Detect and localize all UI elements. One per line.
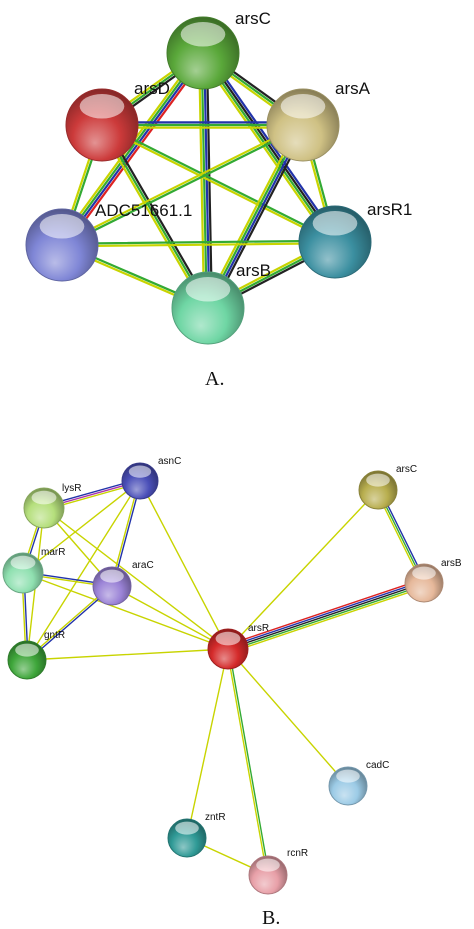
panel-a-node-arsd-highlight	[79, 94, 125, 119]
panel-a-label-arsc: arsC	[235, 9, 271, 28]
panel-a-labels: arsC arsD arsA ADC51661.1 arsR1 arsB	[95, 9, 412, 280]
panel-b-edge-arac-arsr-line-0	[111, 585, 229, 650]
panel-b-node-rcnr-highlight	[256, 858, 280, 872]
panel-a-node-arsb-highlight	[185, 277, 231, 302]
panel-b-edge-arsr-rcnr-line-1	[226, 648, 268, 876]
panel-b-node-arsb-highlight	[412, 566, 436, 580]
panel-b-node-zntr-highlight	[175, 821, 199, 835]
panel-a-edge-adc51661-1-arsr1-line-1	[60, 242, 337, 248]
panel-a-nodes	[25, 16, 372, 345]
panel-a-edge-arsc-adc51661-1-line-1	[61, 52, 206, 247]
panel-b-label-cadc: cadC	[366, 760, 389, 771]
panel-a-node-adc51661-1-highlight	[39, 214, 85, 239]
panel-b-nodes	[2, 462, 444, 895]
panel-b-label-arac: araC	[132, 560, 154, 571]
panel-b-edge-arsr-cadc-line-0	[227, 648, 349, 787]
panel-b-edge-arsr-arsc-line-0	[227, 489, 379, 650]
panel-a-edge-arsa-adc51661-1-line-1	[60, 122, 304, 245]
panel-b-edge-asnc-arsr-line-0	[139, 480, 229, 650]
panel-a-edge-arsc-adc51661-1-line-0	[64, 54, 208, 249]
panel-b-edge-arsr-arsb-line-4	[228, 586, 426, 654]
panel-a-edge-arsc-arsb-line-3	[198, 51, 206, 310]
panel-b-node-gntr-highlight	[15, 643, 39, 657]
panel-a-caption: A.	[205, 368, 224, 390]
panel-b-edge-arsr-rcnr-line-0	[228, 648, 270, 876]
panel-b-label-marr: marR	[41, 547, 65, 558]
panel-b-label-lysr: lysR	[62, 483, 81, 494]
panel-b-label-arsc: arsC	[396, 464, 417, 475]
panel-b-edge-arsr-zntr-line-0	[186, 648, 229, 839]
panel-b-label-rcnr: rcnR	[287, 848, 308, 859]
panel-b-node-marr-highlight	[10, 555, 36, 570]
panel-b-edge-marr-arsr-line-0	[22, 572, 229, 650]
panel-a-node-arsa-highlight	[280, 94, 326, 119]
panel-a-network: arsC arsD arsA ADC51661.1 arsR1 arsB	[25, 9, 412, 345]
panel-b-label-arsb: arsB	[441, 558, 462, 569]
panel-b-label-gntr: gntR	[44, 630, 65, 641]
panel-b-edge-asnc-gntr-line-0	[26, 480, 141, 661]
panel-a-label-arsb: arsB	[236, 261, 271, 280]
panel-b-node-arac-highlight	[100, 569, 124, 583]
panel-a-edge-arsc-arsr1-line-1	[202, 51, 338, 243]
panel-b-node-asnc-highlight	[128, 465, 152, 478]
panel-b-node-arsr-highlight	[215, 631, 241, 646]
panel-b-labels: asnC lysR marR araC gntR arsR arsC arsB cadC zntR…	[41, 456, 462, 859]
panel-b-label-zntr: zntR	[205, 812, 226, 823]
panel-a-label-arsa: arsA	[335, 79, 371, 98]
panel-a-edge-adc51661-1-arsr1-line-0	[60, 239, 337, 245]
panel-b-network: asnC lysR marR araC gntR arsR arsC arsB cadC zntR…	[2, 456, 462, 895]
panel-b-edge-arsr-arsb-line-2	[227, 582, 425, 650]
panel-a-edge-arsa-adc51661-1-line-0	[61, 125, 305, 248]
panel-b-edge-asnc-marr-line-0	[22, 480, 141, 574]
panel-a-edge-arsc-arsr1-line-2	[200, 52, 336, 244]
panel-b-edge-arsr-arsb-line-3	[227, 584, 426, 652]
panel-b-edge-arsr-arsb-line-1	[226, 580, 425, 648]
panel-b-node-cadc-highlight	[336, 769, 360, 783]
panel-a-label-arsd: arsD	[134, 79, 170, 98]
panel-a-label-adc51661-1: ADC51661.1	[95, 201, 192, 220]
panel-b-edge-arsr-arsb-line-0	[226, 578, 424, 646]
panel-b-label-asnc: asnC	[158, 456, 181, 467]
panel-a-edge-arsc-arsr1-line-0	[205, 49, 340, 241]
panel-a-edge-arsc-arsb-line-1	[203, 51, 211, 310]
panel-b-edge-gntr-arsr-line-0	[26, 648, 229, 661]
panel-b-node-arsc-highlight	[366, 473, 390, 487]
panel-a-node-arsr1-highlight	[312, 211, 358, 236]
panel-b-node-lysr-highlight	[31, 490, 57, 505]
panel-a-edge-arsc-arsb-line-2	[200, 51, 208, 310]
panel-a-edge-arsc-adc51661-1-line-2	[59, 51, 204, 246]
panel-a-edge-arsd-arsr1-line-0	[101, 122, 337, 242]
panel-b-label-arsr: arsR	[248, 623, 269, 634]
panel-a-label-arsr1: arsR1	[367, 200, 412, 219]
panel-a-node-arsc-highlight	[180, 22, 226, 47]
panel-a-edge-arsc-arsr1-line-3	[198, 54, 333, 246]
panel-a-edge-arsd-arsr1-line-1	[100, 125, 336, 245]
panel-b-caption: B.	[262, 907, 280, 929]
